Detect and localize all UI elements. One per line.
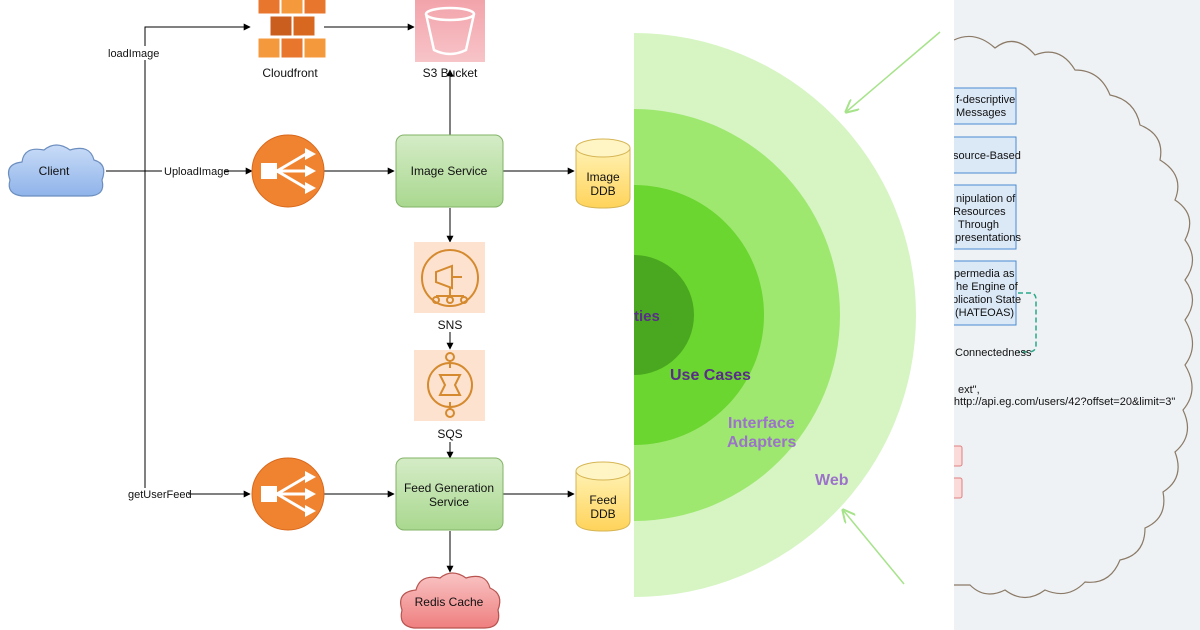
label-adapters-line1: Interface [728,415,795,432]
feed-service-box [395,457,504,531]
load-balancer-feed [251,457,325,531]
sns-label: SNS [438,318,463,332]
sns-icon [421,249,479,307]
label-adapters-line2: Adapters [727,434,796,451]
load-balancer-upload [251,134,325,208]
edge-label-load-image: loadImage [108,48,159,60]
feed-service-line2: Service [429,495,469,509]
client-node: Client [7,144,105,197]
connectedness-label: Connectedness [955,347,1032,359]
constraint-messages-line2: Messages [956,107,1007,119]
bucket-icon [424,6,476,56]
cloudfront-icon [257,0,327,59]
image-service-box [395,134,504,208]
ring-use-cases [634,185,764,445]
arrow-inward-top [846,31,941,112]
sqs-label: SQS [437,427,462,441]
label-web: Web [815,472,849,489]
cloud-icon [7,144,105,197]
scalloped-cloud-border [953,35,1194,599]
constraint-resource: source-Based [953,150,1021,162]
constraint-manipulation-line1: nipulation of [956,193,1016,205]
rest-panel: f-descriptive Messages source-Based nipu… [939,0,1200,630]
image-service-label: Image Service [411,164,488,178]
cloud-icon [400,572,501,629]
constraint-manipulation-line2: Resources [953,206,1006,218]
feed-db-node: Feed DDB [575,461,631,532]
aws-architecture-panel: loadImage UploadImage getUserFeed Client… [7,0,631,629]
image-db-line2: DDB [590,184,615,198]
constraint-manipulation-line4: presentations [955,232,1022,244]
cloudfront-node: Cloudfront [257,0,327,80]
database-icon [575,471,631,532]
sqs-node: SQS [414,350,485,441]
connectedness-bracket [1018,292,1037,353]
code-line-2: "http://api.eg.com/users/42?offset=20&li… [950,396,1175,408]
s3-label: S3 Bucket [423,66,478,80]
feed-db-line2: DDB [590,507,615,521]
ring-entities [634,255,694,375]
arrow-inward-bottom [843,510,905,585]
edge-label-get-user-feed: getUserFeed [128,489,192,501]
feed-service-node: Feed Generation Service [395,457,504,531]
clean-architecture-panel: ties Use Cases Interface Adapters Web [634,0,954,630]
image-db-node: Image DDB [575,138,631,209]
label-use-cases: Use Cases [670,367,751,384]
constraint-hateoas-line3: plication State [952,294,1021,306]
constraint-messages-line1: f-descriptive [956,94,1015,106]
feed-db-line1: Feed [589,493,616,507]
cloudfront-label: Cloudfront [262,66,318,80]
edge-label-upload-image: UploadImage [164,166,229,178]
image-service-node: Image Service [395,134,504,208]
constraint-hateoas-line1: permedia as [954,268,1015,280]
edge-get-user-feed [144,171,251,498]
database-icon [575,148,631,209]
constraint-manipulation-line3: Through [958,219,999,231]
code-line-1: ext", [958,384,980,396]
sqs-icon [427,352,473,418]
constraint-hateoas-line2: he Engine of [956,281,1019,293]
s3-bucket-bg [415,0,485,62]
client-label: Client [39,164,70,178]
constraint-hateoas-line4: (HATEOAS) [955,307,1014,319]
s3-bucket-node: S3 Bucket [415,0,485,80]
edge-load-image [144,23,251,171]
sns-bg [414,242,485,313]
redis-label: Redis Cache [415,595,484,609]
redis-node: Redis Cache [400,572,501,629]
sns-node: SNS [414,242,485,332]
label-entities: ties [634,308,660,325]
feed-service-line1: Feed Generation [404,481,494,495]
image-db-line1: Image [586,170,620,184]
